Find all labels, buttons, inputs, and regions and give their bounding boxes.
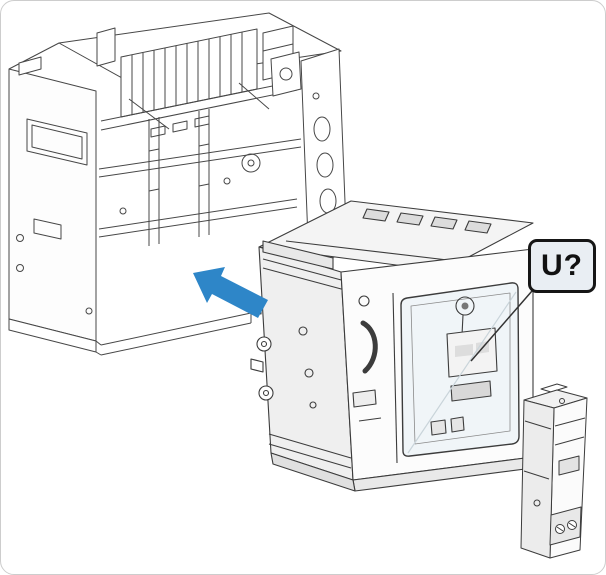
callout-leader-line	[470, 290, 533, 362]
breaker-stud	[256, 336, 272, 352]
chassis-rail	[100, 322, 252, 356]
breaker-top-face	[258, 200, 534, 272]
chassis-left-wall	[8, 68, 97, 342]
breaker-stud	[258, 385, 274, 401]
breaker-drawing	[248, 200, 534, 492]
chassis-handle-cutout	[26, 118, 88, 166]
breaker-mechanism-lever	[360, 320, 378, 374]
pillar-hole	[313, 116, 331, 142]
insertion-arrow-icon	[193, 267, 268, 318]
pillar-hole	[316, 152, 334, 178]
chassis-rail	[100, 312, 252, 346]
accessory-module-drawing	[520, 383, 588, 559]
breaker-rating-label	[450, 380, 492, 402]
voltage-callout-label: U?	[541, 249, 583, 282]
accessory-terminal-block	[549, 506, 582, 546]
cover-knob	[455, 296, 475, 316]
voltage-callout: U?	[528, 239, 596, 293]
breaker-rail-carriage	[262, 240, 334, 270]
